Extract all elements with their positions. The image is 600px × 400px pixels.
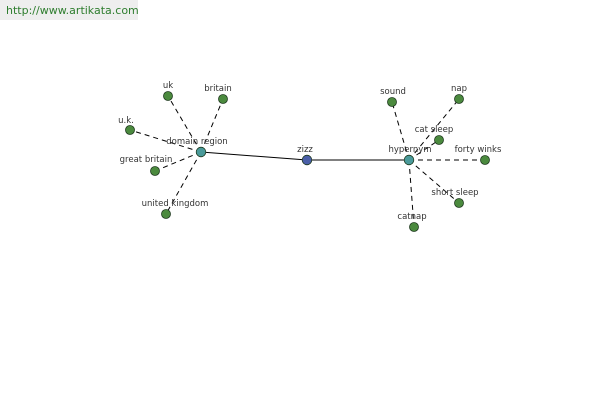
node-great-britain[interactable] [150, 166, 160, 176]
edge-hypernym-to-cat-sleep [408, 139, 440, 161]
node-catnap[interactable] [409, 222, 419, 232]
node-hypernym[interactable] [403, 154, 415, 166]
label-layer: zizz domain region hypernym uk britain u.k. gr… [118, 81, 502, 222]
edge-hypernym-to-sound [391, 101, 410, 161]
edge-hypernym-to-catnap [408, 159, 415, 228]
edge-domain-region-to-britain [200, 98, 224, 153]
node-label-great-britain[interactable]: great britain [120, 155, 173, 165]
node-united-kingdom[interactable] [161, 209, 171, 219]
node-label-catnap[interactable]: catnap [397, 212, 426, 222]
edge-domain-region-to-uk [167, 95, 202, 153]
source-url-text[interactable]: http://www.artikata.com [6, 4, 139, 17]
node-zizz[interactable] [301, 154, 313, 166]
edge-domain-region-to-u-k [129, 129, 202, 153]
node-label-forty-winks[interactable]: forty winks [455, 145, 502, 155]
node-label-britain[interactable]: britain [204, 84, 232, 94]
source-url-bar: http://www.artikata.com [0, 0, 139, 20]
node-label-cat-sleep[interactable]: cat sleep [415, 125, 454, 135]
edge-hypernym-to-short-sleep [408, 159, 460, 204]
node-cat-sleep[interactable] [434, 135, 444, 145]
node-domain-region[interactable] [195, 146, 207, 158]
node-label-uk[interactable]: uk [163, 81, 173, 91]
node-forty-winks[interactable] [480, 155, 490, 165]
node-britain[interactable] [218, 94, 228, 104]
node-uk[interactable] [163, 91, 173, 101]
node-sound[interactable] [387, 97, 397, 107]
edge-domain-region-to-united-kingdom [165, 151, 202, 215]
node-u-k[interactable] [125, 125, 135, 135]
node-short-sleep[interactable] [454, 198, 464, 208]
edge-hypernym-to-nap [408, 98, 460, 161]
node-layer [125, 91, 490, 232]
node-label-u-k[interactable]: u.k. [118, 116, 134, 126]
node-label-short-sleep[interactable]: short sleep [431, 188, 478, 198]
node-label-hypernym[interactable]: hypernym [388, 145, 431, 155]
node-label-sound[interactable]: sound [380, 87, 406, 97]
node-label-nap[interactable]: nap [451, 84, 467, 94]
edge-zizz-to-domain-region [200, 151, 308, 161]
node-label-united-kingdom[interactable]: united kingdom [142, 199, 209, 209]
node-label-domain-region[interactable]: domain region [166, 137, 227, 147]
node-nap[interactable] [454, 94, 464, 104]
edge-layer [129, 95, 485, 228]
node-label-zizz[interactable]: zizz [297, 145, 313, 155]
